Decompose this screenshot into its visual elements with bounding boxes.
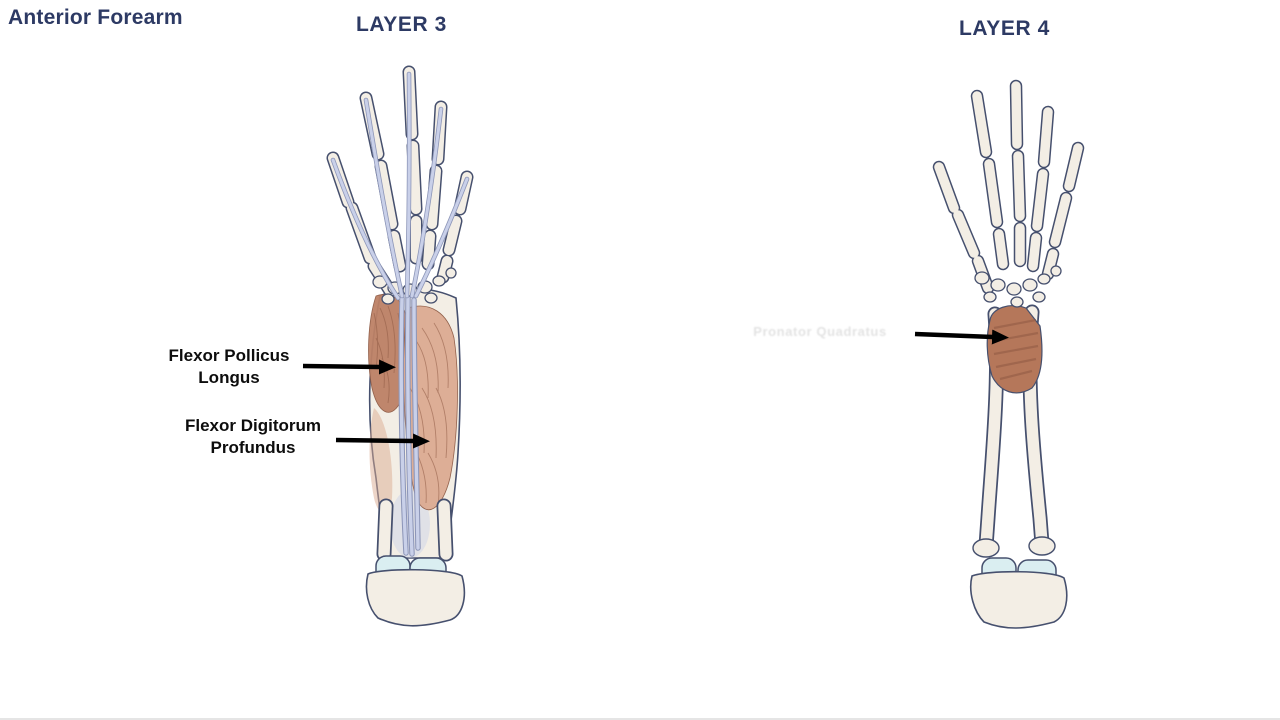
- distal-humerus: [969, 570, 1068, 629]
- layer4-heading: LAYER 4: [959, 17, 1050, 40]
- distal-humerus: [365, 568, 466, 627]
- layer3-heading: LAYER 3: [356, 13, 447, 36]
- layer3-forearm-illustration: [326, 65, 474, 627]
- distal-radius-ulna: [376, 498, 454, 562]
- finger-tendons: [330, 71, 470, 301]
- label-flexor-digitorum-profundus: Flexor Digitorum Profundus: [155, 415, 351, 459]
- label-flexor-pollicus-longus: Flexor Pollicus Longus: [139, 345, 319, 389]
- label-pronator-quadratus-fading: Pronator Quadratus: [753, 324, 887, 339]
- lower-muscle-wash: [369, 408, 393, 514]
- central-tendon-band: [398, 295, 421, 557]
- pronator-quadratus-muscle: [986, 305, 1043, 394]
- elbow-joint: [969, 557, 1068, 629]
- layer4-forearm-illustration: [932, 79, 1085, 629]
- label-line: Flexor Digitorum: [184, 416, 321, 435]
- label-line: Profundus: [210, 438, 296, 457]
- slide-bottom-edge: [0, 718, 1280, 720]
- label-line: Longus: [198, 368, 260, 387]
- page-title: Anterior Forearm: [8, 6, 183, 29]
- elbow-joint: [365, 555, 466, 627]
- hand-bones: [326, 65, 474, 305]
- hand-bones: [932, 79, 1085, 308]
- label-line: Flexor Pollicus: [168, 346, 290, 365]
